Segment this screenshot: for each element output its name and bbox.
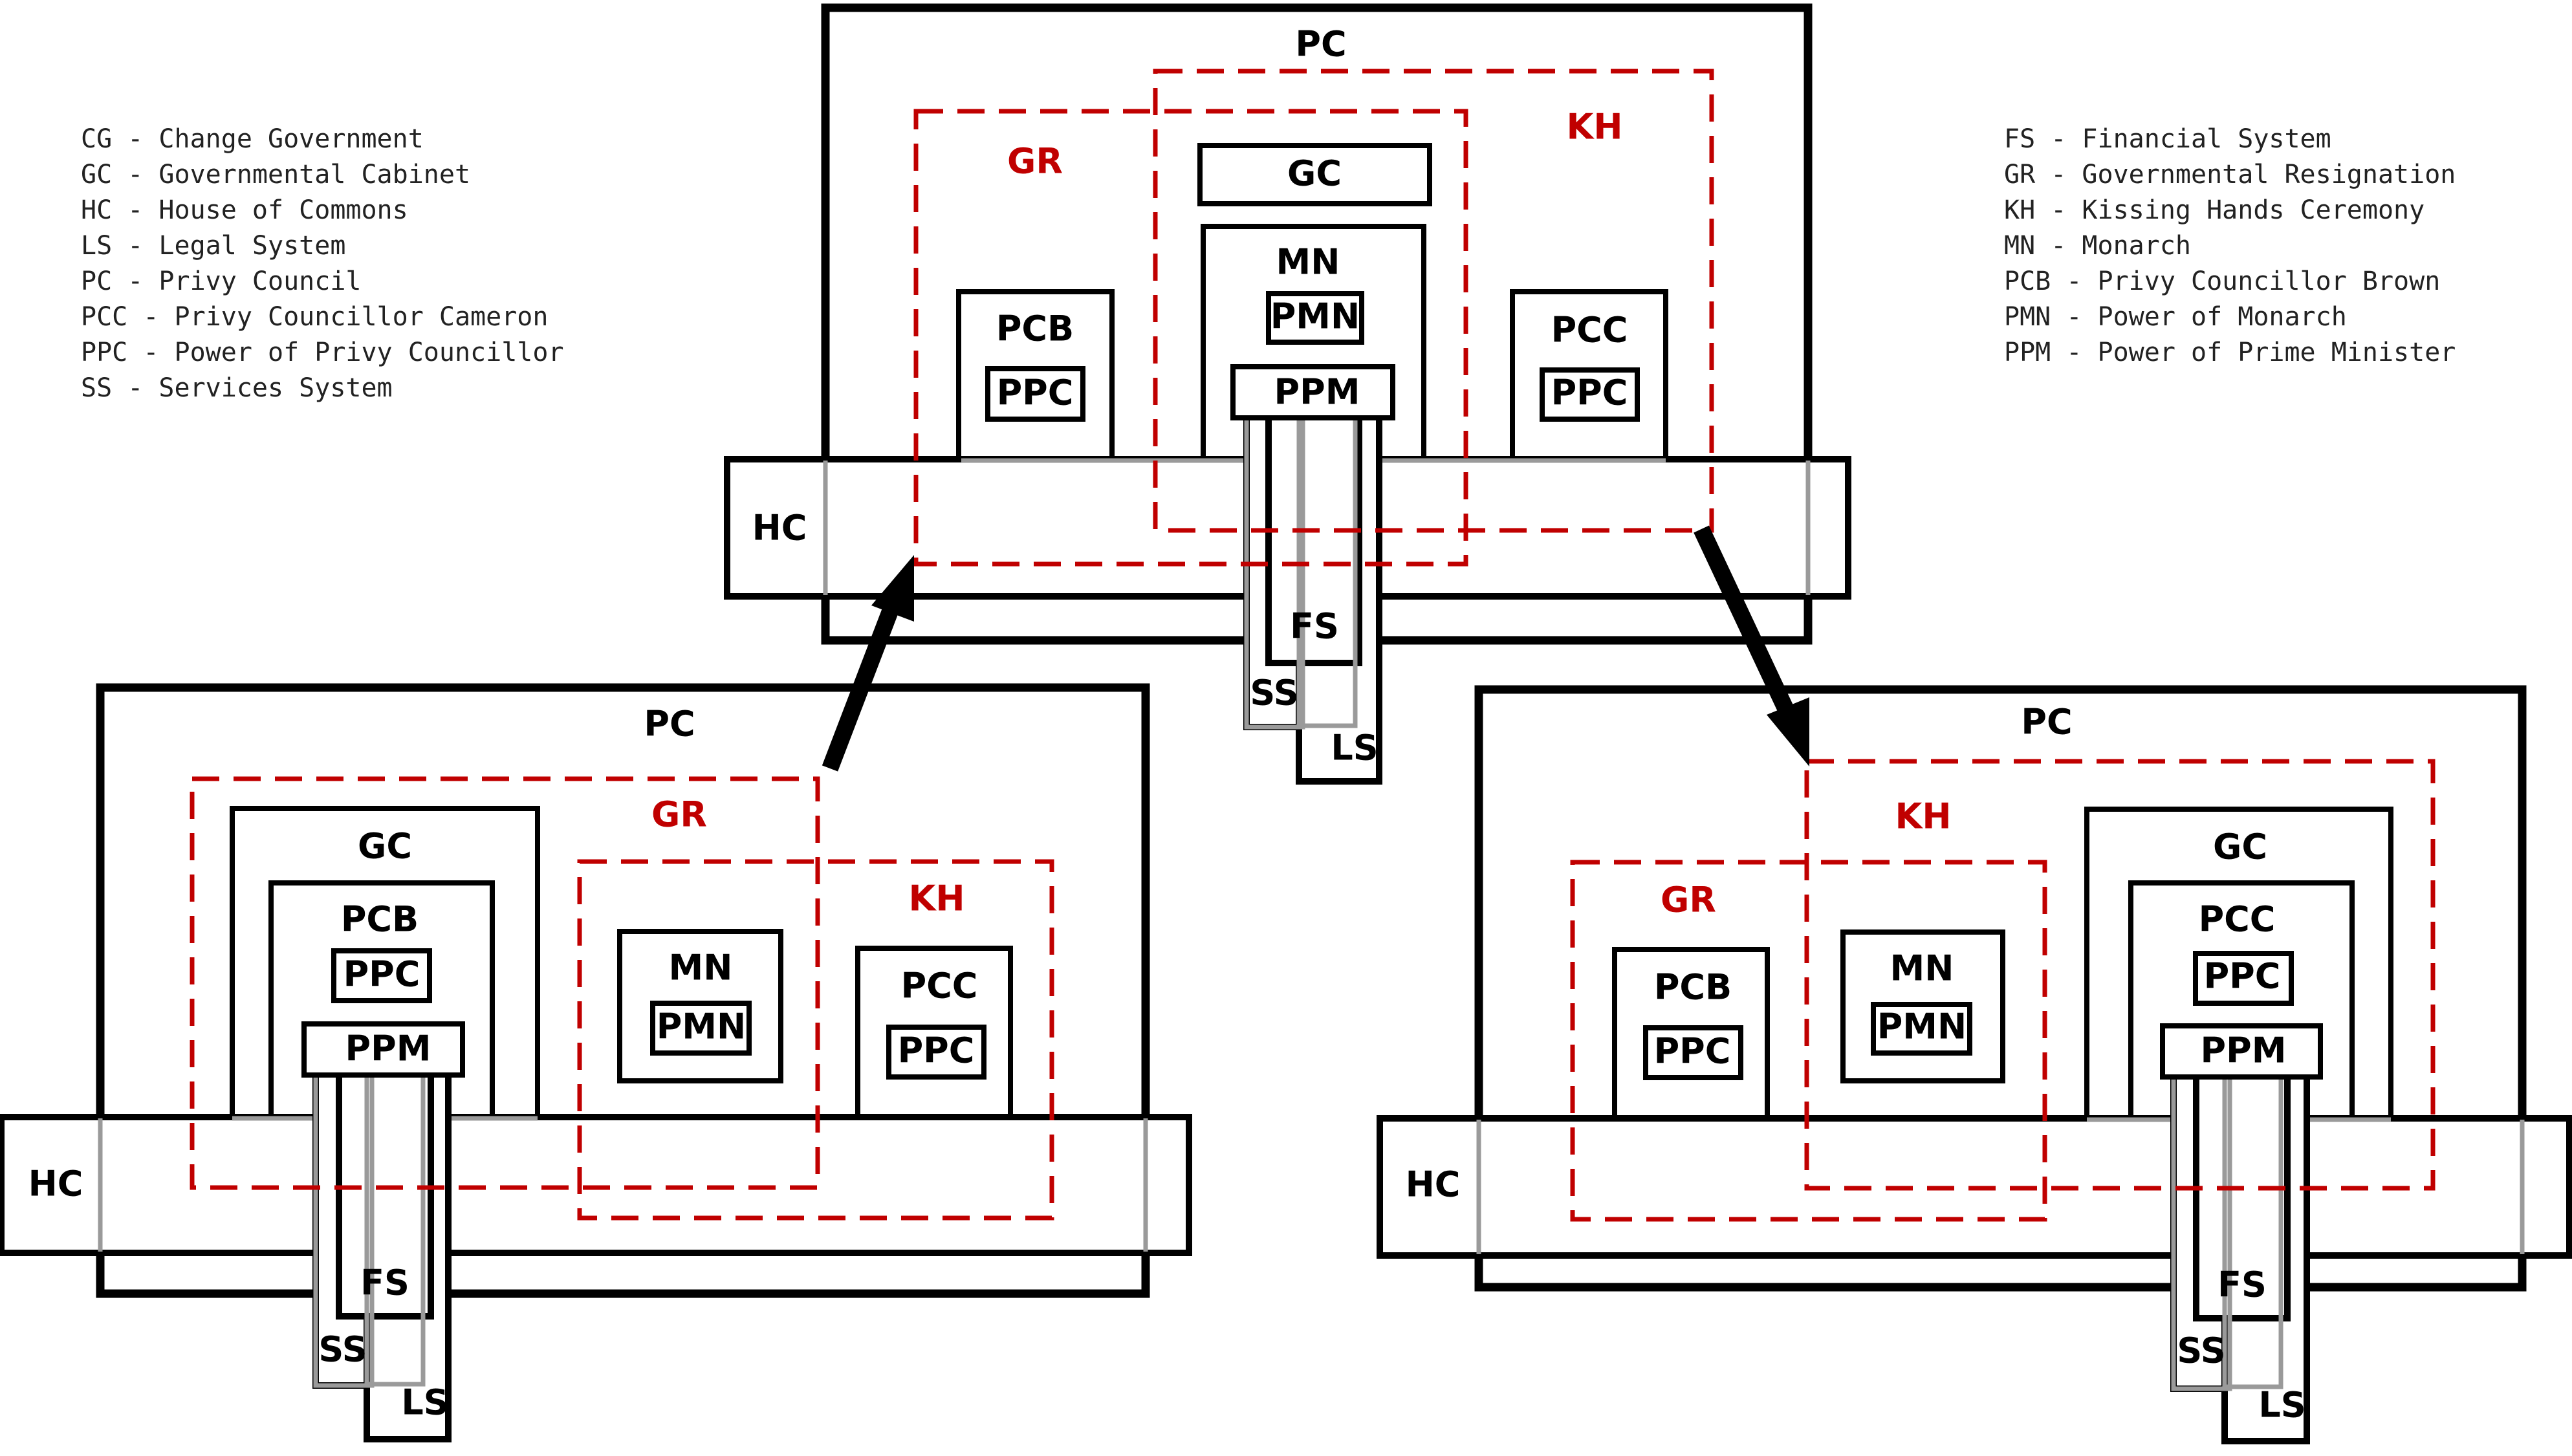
legend-left-line: SS - Services System [81, 373, 393, 403]
top-diagram: PC GC PCB PPC PCC PPC MN PMN HC FS SS LS [724, 3, 1851, 785]
transition-arrow-left-to-top [822, 555, 914, 772]
left-fs-label: FS [360, 1263, 409, 1303]
right-kh-label: KH [1895, 796, 1951, 837]
left-pcc-ppc-box [886, 1025, 986, 1080]
right-diagram: PC PCB PPC MN PMN GC PCC PPC HC FS SS LS [1377, 685, 2572, 1444]
left-pcc-ppc-label: PPC [898, 1030, 975, 1071]
top-fs-label: FS [1290, 606, 1339, 647]
top-ls-label: LS [1331, 728, 1378, 768]
top-ppm-box [1230, 364, 1395, 420]
left-fs-box [336, 1046, 434, 1320]
left-pcb-ppc-box [331, 948, 432, 1003]
left-ls-label: LS [401, 1382, 448, 1423]
right-fs-box [2193, 1047, 2291, 1321]
top-ss-label: SS [1250, 673, 1298, 713]
legend-left-line: GC - Governmental Cabinet [81, 160, 470, 190]
left-pmn-box [650, 1001, 752, 1056]
top-pc-label: PC [1295, 24, 1346, 65]
right-ss-label: SS [2177, 1331, 2225, 1371]
right-pmn-box [1871, 1002, 1972, 1056]
right-ls-label: LS [2258, 1385, 2305, 1426]
top-gc-label: GC [1287, 153, 1342, 194]
right-pc-label: PC [2021, 702, 2072, 743]
right-pcc-label: PCC [2199, 899, 2276, 940]
top-hc-label: HC [752, 508, 807, 549]
left-ppm-label: PPM [345, 1028, 431, 1069]
arrow-shaft [1694, 525, 1793, 712]
left-pcb-box [268, 880, 495, 1157]
left-pcc-label: PCC [901, 966, 978, 1006]
top-pcc-ppc-label: PPC [1551, 373, 1628, 413]
top-gr-label: GR [1007, 141, 1063, 182]
right-pcc-ppc-label: PPC [2204, 956, 2281, 997]
right-gr-label: GR [1661, 880, 1716, 920]
right-gc-label: GC [2213, 827, 2267, 867]
left-pmn-label: PMN [657, 1006, 747, 1047]
left-pc-box [96, 683, 1150, 1298]
legend-right-line: GR - Governmental Resignation [2004, 160, 2456, 190]
top-gr-region [913, 109, 1468, 567]
legend-left-line: PCC - Privy Councillor Cameron [81, 302, 548, 332]
left-mn-box [617, 929, 783, 1083]
right-pc-box [1474, 685, 2527, 1292]
right-hc-label: HC [1406, 1164, 1461, 1205]
legend-left-line: HC - House of Commons [81, 195, 408, 225]
left-gc-label: GC [358, 826, 412, 867]
left-ss-label: SS [318, 1329, 367, 1370]
right-pmn-label: PMN [1877, 1006, 1967, 1047]
left-gr-label: GR [651, 794, 707, 835]
top-pcb-ppc-box [985, 366, 1085, 422]
right-pcb-label: PCB [1654, 967, 1732, 1008]
top-pcc-label: PCC [1551, 310, 1628, 351]
legend-right-line: PCB - Privy Councillor Brown [2004, 266, 2440, 296]
right-pcb-ppc-label: PPC [1654, 1031, 1731, 1072]
right-ppm-box [2160, 1023, 2323, 1080]
top-pcb-ppc-label: PPC [997, 373, 1074, 413]
right-ppm-label: PPM [2201, 1030, 2287, 1071]
right-fs-label: FS [2218, 1265, 2267, 1305]
legend-left: CG - Change Government GC - Governmental… [81, 124, 564, 403]
legend-left-line: PPC - Power of Privy Councillor [81, 338, 564, 367]
top-pmn-box [1266, 291, 1364, 345]
legend-right-line: PMN - Power of Monarch [2004, 302, 2347, 332]
left-gr-region [190, 776, 820, 1190]
legend-left-line: LS - Legal System [81, 231, 345, 261]
left-pc-label: PC [644, 704, 695, 744]
top-pcc-ppc-box [1540, 367, 1640, 422]
left-ppm-box [301, 1021, 465, 1078]
arrow-shaft [822, 608, 899, 772]
left-kh-label: KH [908, 878, 964, 919]
left-pcb-ppc-label: PPC [343, 954, 420, 995]
right-pcb-ppc-box [1643, 1025, 1743, 1080]
transition-arrow-top-to-right [1694, 525, 1809, 766]
left-diagram: PC GC PCB PPC MN PMN PCC PPC HC FS SS LS [0, 683, 1192, 1442]
left-mn-label: MN [669, 948, 733, 988]
top-pcb-label: PCB [996, 309, 1074, 349]
right-kh-region [1804, 759, 2436, 1191]
left-hc-label: HC [28, 1164, 83, 1204]
arrow-head [1767, 697, 1809, 766]
top-mn-label: MN [1276, 242, 1340, 283]
legend-right-line: MN - Monarch [2004, 231, 2191, 261]
right-mn-label: MN [1890, 948, 1954, 989]
legend-right-line: KH - Kissing Hands Ceremony [2004, 195, 2425, 225]
top-kh-region [1153, 69, 1714, 533]
arrow-head [871, 555, 914, 622]
legend-left-line: PC - Privy Council [81, 266, 361, 296]
legend-left-line: CG - Change Government [81, 124, 424, 154]
right-pcc-ppc-box [2193, 951, 2294, 1006]
top-ppm-label: PPM [1274, 372, 1360, 413]
legend-right-line: PPM - Power of Prime Minister [2004, 338, 2456, 367]
left-hc-box [0, 1114, 1192, 1256]
legend-right: FS - Financial System GR - Governmental … [2004, 124, 2456, 367]
left-pcb-label: PCB [341, 899, 419, 940]
top-kh-label: KH [1566, 107, 1622, 147]
top-gc-box [1197, 143, 1432, 206]
legend-right-line: FS - Financial System [2004, 124, 2331, 154]
top-pmn-label: PMN [1270, 296, 1360, 337]
